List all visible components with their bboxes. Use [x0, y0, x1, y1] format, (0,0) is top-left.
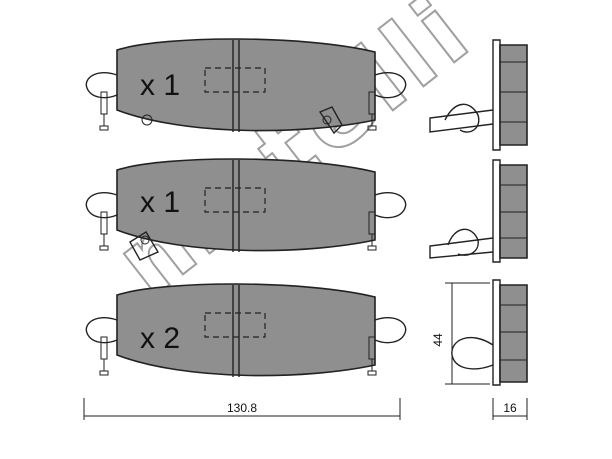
brake-pad-1 [85, 38, 407, 135]
side-view-1 [429, 39, 528, 151]
brake-pad-2 [85, 158, 407, 261]
brake-pad-3 [85, 283, 407, 378]
pad-2-quantity: x 1 [140, 186, 180, 219]
side-view-2 [429, 159, 528, 263]
pad-1-quantity: x 1 [140, 69, 180, 102]
height-dimension-label: 44 [431, 333, 445, 347]
height-dimension: 44 [431, 282, 490, 385]
pad-3-quantity: x 2 [140, 322, 180, 355]
thickness-dimension: 16 [492, 398, 528, 420]
side-view-3 [451, 279, 528, 386]
width-dimension-label: 130.8 [227, 401, 257, 415]
width-dimension: 130.8 [83, 398, 401, 420]
thickness-dimension-label: 16 [503, 401, 517, 415]
